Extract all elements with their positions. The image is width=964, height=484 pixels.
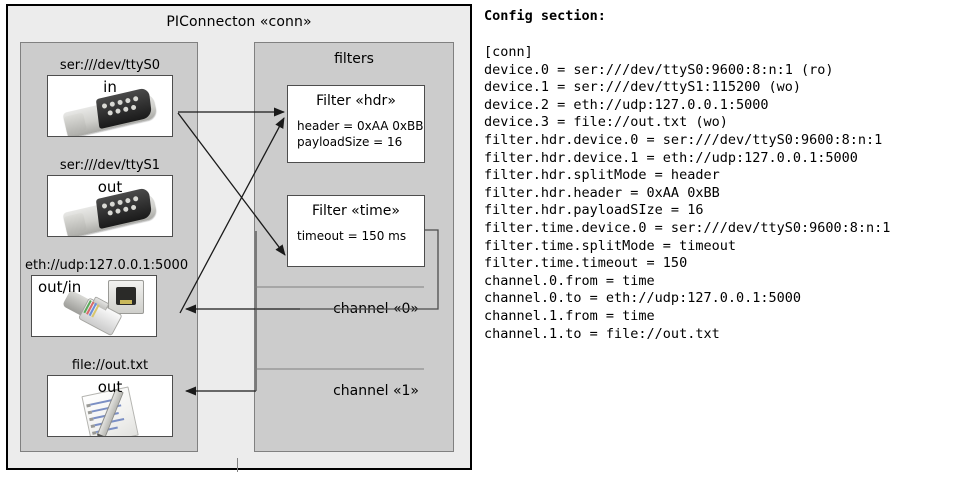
filters-panel: filters Filter «hdr» header = 0xAA 0xBB … [254, 42, 454, 452]
device-box[interactable]: in [47, 75, 173, 137]
filter-property: timeout = 150 ms [297, 229, 407, 243]
diagram-title: PIConnecton «conn» [166, 14, 312, 30]
filter-hdr-box[interactable]: Filter «hdr» header = 0xAA 0xBB payloadS… [287, 85, 425, 163]
filter-title: Filter «time» [312, 203, 400, 219]
device-ser-ttys0[interactable]: ser:///dev/ttyS0 in [31, 57, 189, 137]
filter-time-box[interactable]: Filter «time» timeout = 150 ms [287, 195, 425, 267]
device-direction: out [97, 178, 123, 196]
device-eth-udp[interactable]: eth://udp:127.0.0.1:5000 out/in [25, 257, 195, 337]
device-file-out[interactable]: file://out.txt out [31, 357, 189, 437]
device-label: file://out.txt [71, 358, 149, 373]
channel-1-label: channel «1» [333, 383, 419, 399]
channel-0-label: channel «0» [333, 301, 419, 317]
devices-panel: ser:///dev/ttyS0 in [20, 42, 198, 452]
config-text: [conn] device.0 = ser:///dev/ttyS0:9600:… [484, 44, 891, 342]
device-direction: in [103, 78, 117, 96]
device-direction: out/in [38, 278, 82, 296]
connector-diagram: PIConnecton «conn» ser:///dev/ttyS0 in [6, 4, 472, 472]
filter-properties: header = 0xAA 0xBB payloadSize = 16 [288, 118, 424, 150]
device-direction: out [97, 378, 123, 396]
device-label: ser:///dev/ttyS0 [59, 58, 161, 73]
config-heading: Config section: [484, 8, 606, 24]
filter-title: Filter «hdr» [316, 93, 396, 109]
device-box[interactable]: out [47, 175, 173, 237]
filter-properties: timeout = 150 ms [288, 228, 424, 244]
filter-property: payloadSize = 16 [297, 135, 403, 149]
device-ser-ttys1[interactable]: ser:///dev/ttyS1 out [31, 157, 189, 237]
filter-property: header = 0xAA 0xBB [297, 119, 424, 133]
device-label: eth://udp:127.0.0.1:5000 [25, 258, 189, 273]
device-label: ser:///dev/ttyS1 [59, 158, 161, 173]
device-box[interactable]: out/in [31, 275, 157, 337]
bottom-tick-mark [237, 458, 238, 472]
config-pane: Config section: [conn] device.0 = ser://… [484, 0, 960, 484]
ethernet-icon [108, 280, 144, 314]
filters-panel-title: filters [334, 51, 374, 67]
device-box[interactable]: out [47, 375, 173, 437]
